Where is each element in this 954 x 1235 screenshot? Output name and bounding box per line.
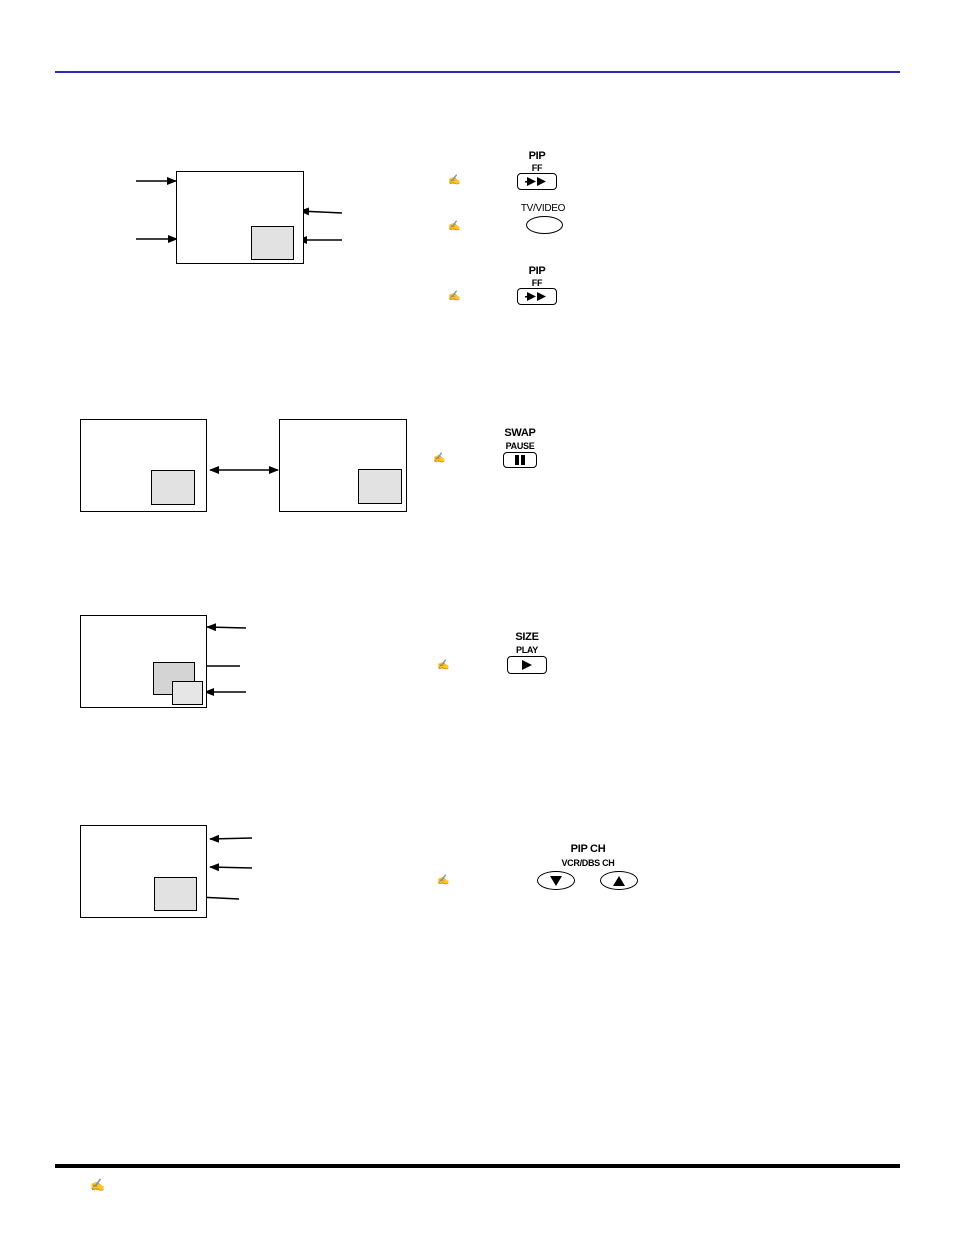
pip-label-2: PIP [528,265,546,277]
ff-label-2: FF [531,278,543,288]
footer-rule [55,1164,900,1168]
pause-icon [515,455,525,465]
header-rule [55,71,900,73]
pip-window-small [172,681,203,705]
pip-ch-up-button[interactable] [600,871,638,890]
pip-label: PIP [528,150,546,162]
fast-forward-icon [525,292,546,301]
pencil-note-icon: ✍ [448,221,461,232]
arrow-ch-main [209,834,253,843]
tv-screen-pip [176,171,304,264]
tv-screen-pip-ch [80,825,207,918]
pencil-note-icon: ✍ [433,453,446,464]
tv-screen-after-swap [279,419,407,512]
play-label: PLAY [516,645,538,655]
pip-window [154,877,197,911]
pip-window [251,226,294,260]
triangle-down-icon [550,875,562,886]
fast-forward-icon [525,177,546,186]
pencil-note-icon: ✍ [90,1178,105,1192]
pencil-note-icon: ✍ [448,175,461,186]
pip-window [358,469,402,504]
swap-label: SWAP [504,427,536,439]
tv-screen-before-swap [80,419,207,512]
pip-button-2[interactable] [517,288,557,305]
tv-screen-size [80,615,207,708]
arrow-right-top [299,207,343,216]
arrow-size-main [206,623,247,632]
pencil-note-icon: ✍ [437,875,450,886]
pencil-note-icon: ✍ [437,660,450,671]
arrow-ch-mid [209,863,253,872]
pause-label: PAUSE [505,441,535,451]
tv-video-button[interactable] [526,216,563,234]
size-label: SIZE [515,631,539,643]
pip-window [151,470,195,505]
swap-button[interactable] [503,452,537,468]
vcr-dbs-label: VCR/DBS CH [561,858,615,868]
pip-ch-down-button[interactable] [537,871,575,890]
pip-button[interactable] [517,173,557,190]
pip-ch-label: PIP CH [570,843,606,855]
size-button[interactable] [507,656,547,674]
pencil-note-icon: ✍ [448,291,461,302]
play-icon [522,660,532,670]
triangle-up-icon [613,875,625,886]
ff-label: FF [531,163,543,173]
tv-video-label: TV/VIDEO [520,203,566,214]
